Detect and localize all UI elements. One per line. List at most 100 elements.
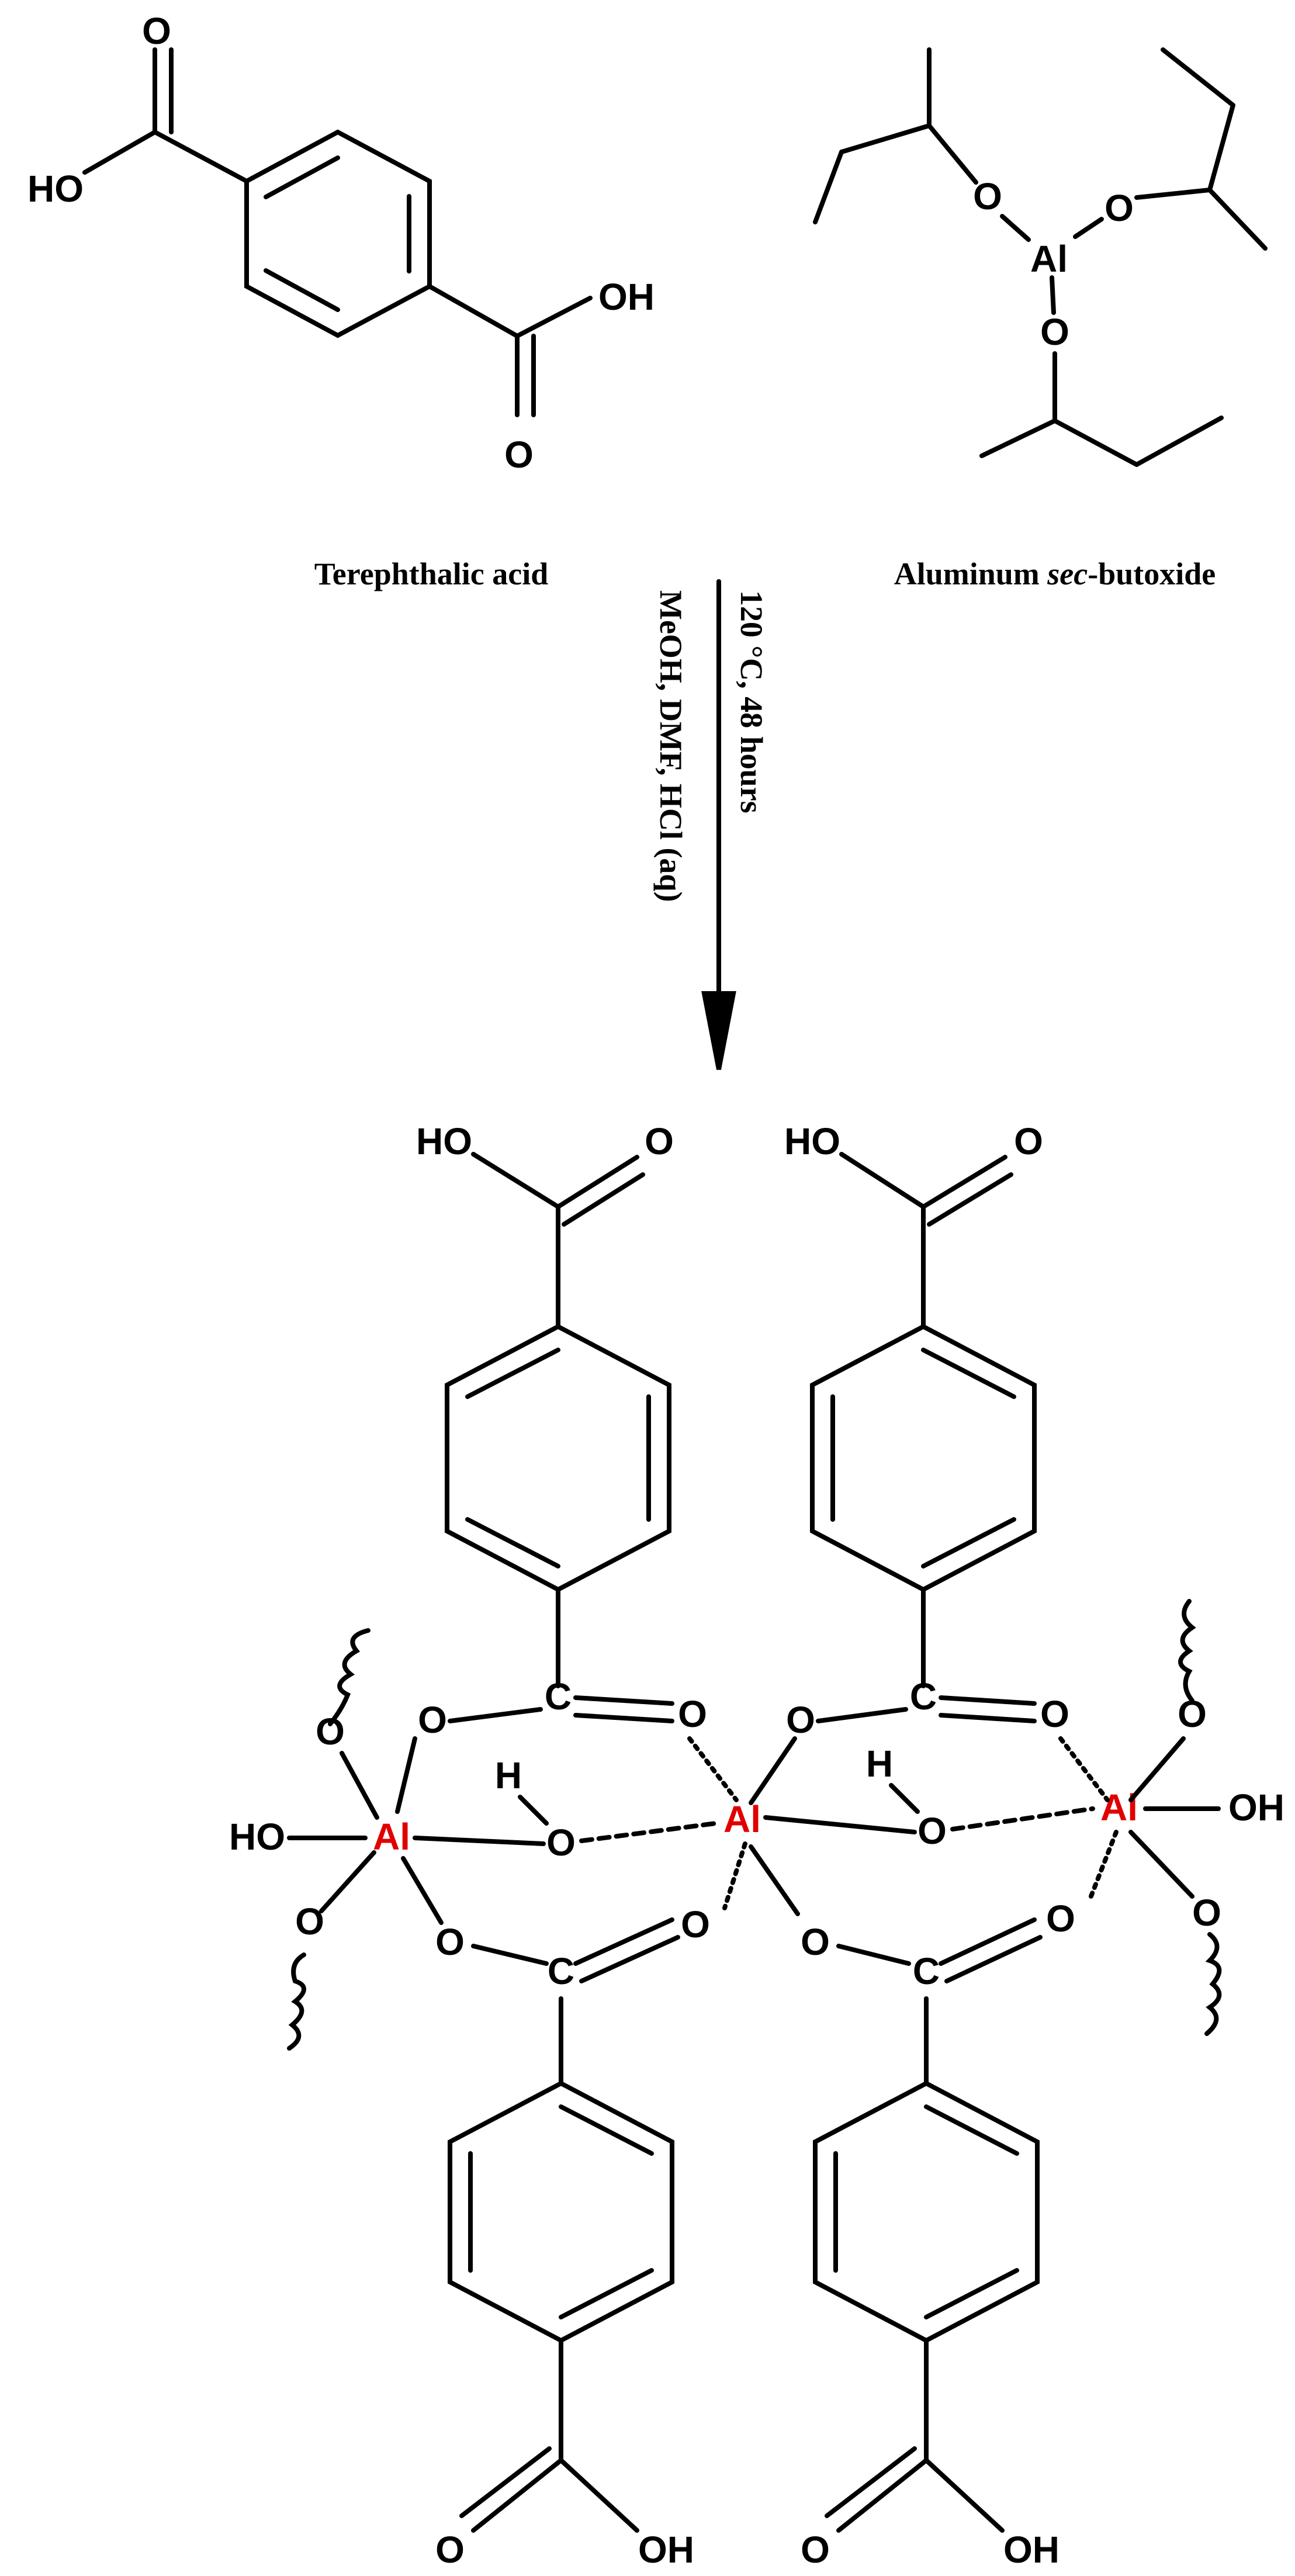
atom-o2: O (1104, 187, 1134, 229)
aluminum-center-left: Al (373, 1816, 410, 1858)
reaction-conditions-solvents: MeOH, DMF, HCl (aq) (653, 590, 688, 902)
bond (836, 1944, 911, 1966)
atom-o: O (435, 1921, 465, 1963)
ring-double-bond (465, 1348, 560, 1399)
bond (340, 1751, 379, 1820)
ring-double-bond (921, 1348, 1016, 1399)
linker-bottom-left: O C O O OH (401, 1856, 710, 2571)
atom-al: Al (1030, 238, 1068, 280)
atom-o: O (1014, 1120, 1043, 1162)
atom-o: O (645, 1120, 674, 1162)
atom-c: C (548, 1950, 574, 1992)
bond (749, 1844, 800, 1916)
wavy-bond (328, 1628, 371, 1726)
linker-bottom-right: O C O O OH (801, 1898, 1075, 2571)
atom-oh-right: OH (598, 276, 655, 318)
bond (1000, 214, 1031, 242)
bond (816, 1707, 908, 1723)
carbonyl-double-bond (944, 1935, 1043, 1983)
ring-double-bond (924, 2104, 1019, 2156)
bond (1128, 1830, 1194, 1899)
atom-o: O (786, 1699, 815, 1741)
ring-double-bond (465, 1517, 560, 1569)
bond (401, 1856, 444, 1925)
dashed-bond (950, 1806, 1095, 1831)
ring-double-bond (921, 1517, 1016, 1569)
carbonyl-double-bond (939, 1713, 1037, 1723)
bond (153, 130, 249, 183)
linker-top-left: HO O C O O (416, 1120, 707, 1741)
bond (839, 1152, 926, 1209)
bond (471, 1152, 560, 1209)
atom-oh-left: HO (27, 168, 84, 210)
bond (889, 1783, 920, 1814)
carbonyl-double-bond (573, 1713, 674, 1723)
atom-c: C (910, 1675, 937, 1718)
atom-o: O (316, 1711, 345, 1753)
dashed-bond (579, 1821, 718, 1843)
reaction-conditions-temperature: 120 °C, 48 hours (734, 590, 769, 813)
bond (518, 1795, 549, 1826)
bond (1052, 418, 1139, 467)
bond (763, 1815, 917, 1834)
terephthalic-acid-label: Terephthalic acid (314, 556, 549, 591)
atom-oh: OH (1003, 2529, 1059, 2571)
label-italic: sec (1047, 556, 1088, 591)
bond (427, 284, 520, 338)
carbonyl-double-bond (825, 2446, 917, 2518)
ring-double-bond (264, 155, 340, 199)
atom-o: O (546, 1822, 576, 1864)
bond (559, 2458, 639, 2533)
bond (921, 1155, 1007, 1209)
carbonyl-double-bond (573, 1917, 674, 1966)
bond (1161, 47, 1235, 108)
label-prefix: Aluminum (894, 556, 1048, 591)
atom-c: C (545, 1675, 572, 1718)
wavy-bond (1178, 1599, 1196, 1703)
bond (1134, 416, 1224, 467)
atom-o: O (917, 1810, 947, 1852)
atom-oh: HO (784, 1120, 840, 1162)
atom-h: H (495, 1754, 522, 1796)
carbonyl-double-bond (836, 2458, 929, 2533)
hashed-bond (687, 1736, 739, 1802)
atom-oh: OH (1228, 1786, 1284, 1829)
atom-o: O (418, 1699, 447, 1741)
bond (556, 1155, 639, 1209)
benzene-ring (448, 2080, 674, 2343)
terephthalic-acid-structure: O HO OH O (27, 10, 655, 476)
bond (471, 1944, 549, 1966)
carbonyl-double-bond (471, 2458, 563, 2533)
atom-oh: OH (638, 2529, 694, 2571)
bond (82, 130, 157, 175)
atom-o: O (678, 1693, 707, 1735)
atom-c: C (913, 1950, 940, 1992)
bond (515, 296, 593, 338)
bond (1207, 188, 1268, 251)
wavy-bond (1204, 1932, 1222, 2036)
ring-double-bond (559, 2104, 654, 2156)
benzene-ring (445, 1324, 671, 1592)
carbonyl-double-bond (939, 1695, 1037, 1706)
arrow-head (701, 991, 736, 1070)
bond (749, 1736, 797, 1805)
ring-double-bond (924, 2268, 1019, 2319)
aluminum-center-middle: Al (723, 1798, 761, 1840)
bond (1207, 103, 1235, 192)
atom-o: O (801, 2529, 830, 2571)
atom-h: H (866, 1743, 893, 1785)
atom-o-bottom: O (504, 434, 534, 476)
carbonyl-double-bond (573, 1695, 674, 1706)
product-framework: HO O C O O HO O (229, 1120, 1284, 2571)
bond (395, 1736, 417, 1814)
atom-o: O (435, 2529, 465, 2571)
ring-double-bond (264, 268, 340, 312)
hashed-bond (1088, 1830, 1119, 1902)
carbonyl-double-bond (939, 1917, 1037, 1966)
atom-oh: HO (229, 1816, 285, 1858)
bond (927, 123, 978, 185)
bond (1073, 217, 1104, 239)
bond (1134, 188, 1212, 200)
linker-top-right: HO O C O O (784, 1120, 1069, 1741)
benzene-ring (813, 2080, 1040, 2343)
